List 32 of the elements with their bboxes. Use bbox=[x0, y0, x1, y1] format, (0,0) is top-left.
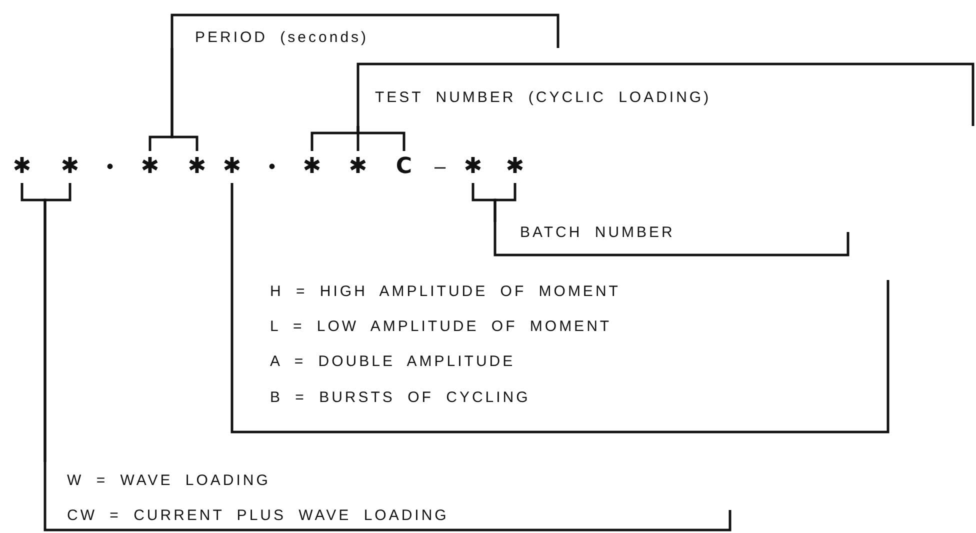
code-character: ✱ bbox=[10, 151, 34, 183]
label-frame bbox=[172, 15, 558, 48]
code-character: C bbox=[392, 151, 416, 183]
legend-text: A = DOUBLE AMPLITUDE bbox=[270, 353, 516, 371]
code-character: ✱ bbox=[503, 151, 527, 183]
code-character: ✱ bbox=[300, 151, 324, 183]
legend-text: W = WAVE LOADING bbox=[67, 472, 270, 490]
code-character: ✱ bbox=[346, 151, 370, 183]
code-separator: • bbox=[267, 155, 276, 180]
code-separator: • bbox=[105, 155, 114, 180]
label-frame bbox=[358, 64, 973, 126]
label-frame bbox=[495, 222, 848, 255]
label-frame bbox=[232, 278, 888, 432]
code-separator: – bbox=[433, 155, 447, 180]
legend-text: L = LOW AMPLITUDE OF MOMENT bbox=[270, 318, 612, 336]
label-frame bbox=[45, 462, 730, 530]
code-character: ✱ bbox=[185, 151, 209, 183]
bracket-line bbox=[170, 48, 198, 151]
legend-text: H = HIGH AMPLITUDE OF MOMENT bbox=[270, 283, 620, 301]
legend-text: BATCH NUMBER bbox=[520, 224, 675, 242]
code-character: ✱ bbox=[138, 151, 162, 183]
code-character: ✱ bbox=[58, 151, 82, 183]
bracket-line bbox=[230, 183, 234, 278]
bracket-line bbox=[356, 126, 406, 151]
bracket-line bbox=[44, 183, 72, 462]
legend-text: B = BURSTS OF CYCLING bbox=[270, 389, 530, 407]
legend-text: TEST NUMBER (CYCLIC LOADING) bbox=[375, 89, 712, 107]
code-character: ✱ bbox=[461, 151, 485, 183]
bracket-line bbox=[494, 183, 516, 222]
code-character: ✱ bbox=[220, 151, 244, 183]
legend-text: CW = CURRENT PLUS WAVE LOADING bbox=[67, 507, 449, 525]
legend-text: PERIOD (seconds) bbox=[195, 29, 369, 47]
